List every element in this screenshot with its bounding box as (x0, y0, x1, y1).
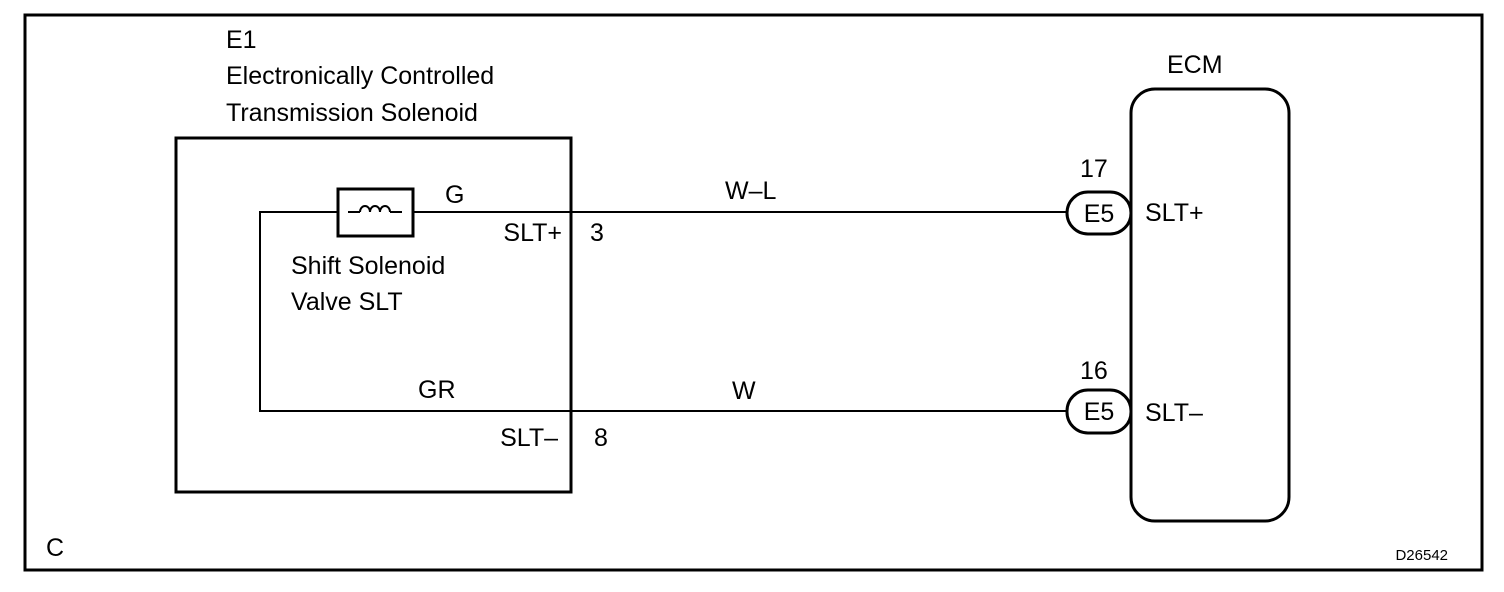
solenoid-block-name-line1: Electronically Controlled (226, 62, 494, 90)
diagram-frame (23, 13, 1484, 572)
slt-minus-ecm-pin: 16 (1080, 357, 1108, 385)
slt-plus-ecm-terminal: SLT+ (1145, 199, 1204, 227)
solenoid-valve-name-line1: Shift Solenoid (291, 252, 445, 280)
solenoid-internal-wire (259, 211, 1067, 412)
solenoid-block-box (174, 136, 573, 494)
slt-plus-inner-wire-color: G (445, 181, 464, 209)
slt-minus-connector-label: E5 (1084, 398, 1115, 426)
slt-minus-inner-wire-color: GR (418, 376, 456, 404)
slt-plus-wire-color: W–L (725, 177, 777, 205)
solenoid-valve-name-line2: Valve SLT (291, 288, 403, 316)
slt-plus-pin: 3 (590, 219, 604, 247)
solenoid-block-code: E1 (226, 26, 257, 54)
slt-plus-connector (1065, 190, 1133, 236)
ecm-label: ECM (1167, 51, 1223, 79)
corner-label: C (46, 534, 64, 562)
solenoid-block-name-line2: Transmission Solenoid (226, 99, 478, 127)
slt-minus-wire-color: W (732, 377, 756, 405)
slt-minus-ecm-terminal: SLT– (1145, 399, 1203, 427)
coil-inductor-icon (336, 187, 415, 238)
slt-minus-terminal-name: SLT– (500, 424, 558, 452)
slt-minus-connector (1065, 388, 1133, 435)
figure-id: D26542 (1395, 547, 1448, 564)
slt-plus-connector-label: E5 (1084, 200, 1115, 228)
slt-plus-terminal-name: SLT+ (503, 219, 562, 247)
slt-minus-pin: 8 (594, 424, 608, 452)
ecm-box (1129, 87, 1291, 523)
slt-plus-ecm-pin: 17 (1080, 155, 1108, 183)
